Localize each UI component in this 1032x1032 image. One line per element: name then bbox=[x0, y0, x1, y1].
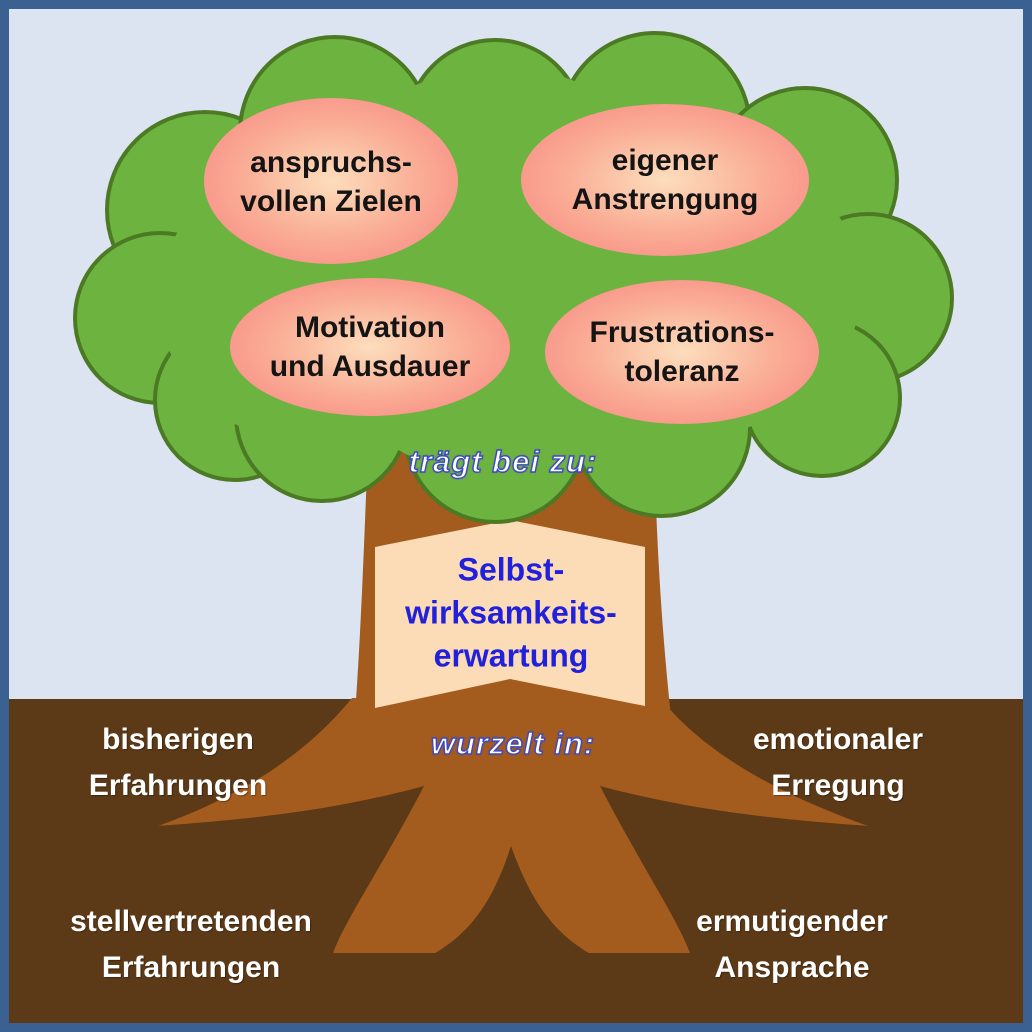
bubble-frustration-shape bbox=[545, 280, 819, 424]
idea-bubbles bbox=[204, 98, 819, 424]
left-root-gap bbox=[158, 786, 424, 953]
right-root-gap bbox=[600, 786, 868, 953]
bubble-effort-shape bbox=[521, 104, 809, 256]
bubble-motivation-shape bbox=[230, 278, 510, 416]
center-root-gap bbox=[430, 846, 594, 956]
root-gaps bbox=[158, 786, 868, 956]
bubble-goals-shape bbox=[204, 98, 458, 264]
right-root bbox=[600, 698, 868, 826]
banner-shape bbox=[375, 520, 645, 708]
left-root bbox=[158, 698, 424, 826]
